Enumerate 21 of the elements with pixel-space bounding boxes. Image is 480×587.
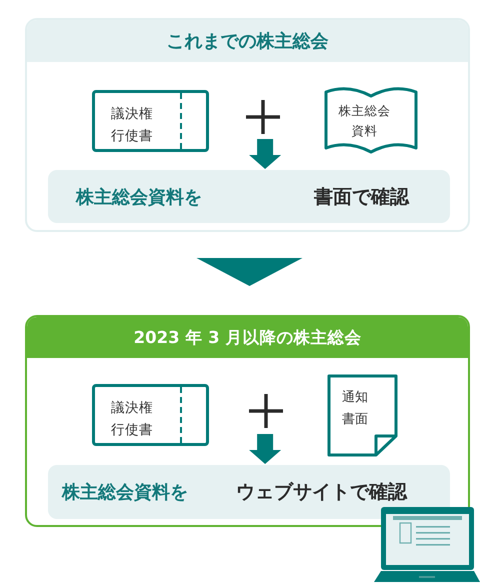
card-text: 議決権行使書 <box>111 399 154 440</box>
result-method: 書面で確認 <box>314 184 409 210</box>
panel-title: これまでの株主総会 <box>166 30 328 53</box>
voting-card <box>92 90 209 152</box>
booklet-shape <box>324 86 418 154</box>
booklet-text: 株主総会資料 <box>338 102 390 140</box>
document-shape <box>327 374 398 457</box>
arrow <box>249 139 282 169</box>
result-bar <box>48 465 450 519</box>
voting-card <box>92 384 209 446</box>
result-subject: 株主総会資料を <box>62 481 188 504</box>
section-panel <box>25 18 470 232</box>
panel-title: 2023 年 3 月以降の株主総会 <box>134 326 362 348</box>
result-subject: 株主総会資料を <box>76 186 202 208</box>
arrow <box>249 434 282 464</box>
arrow <box>196 258 302 286</box>
document-text: 通知書面 <box>342 389 369 429</box>
result-method: ウェブサイトで確認 <box>236 480 407 505</box>
section-panel <box>25 315 470 527</box>
card-text: 議決権行使書 <box>111 105 154 146</box>
result-bar <box>48 170 450 223</box>
